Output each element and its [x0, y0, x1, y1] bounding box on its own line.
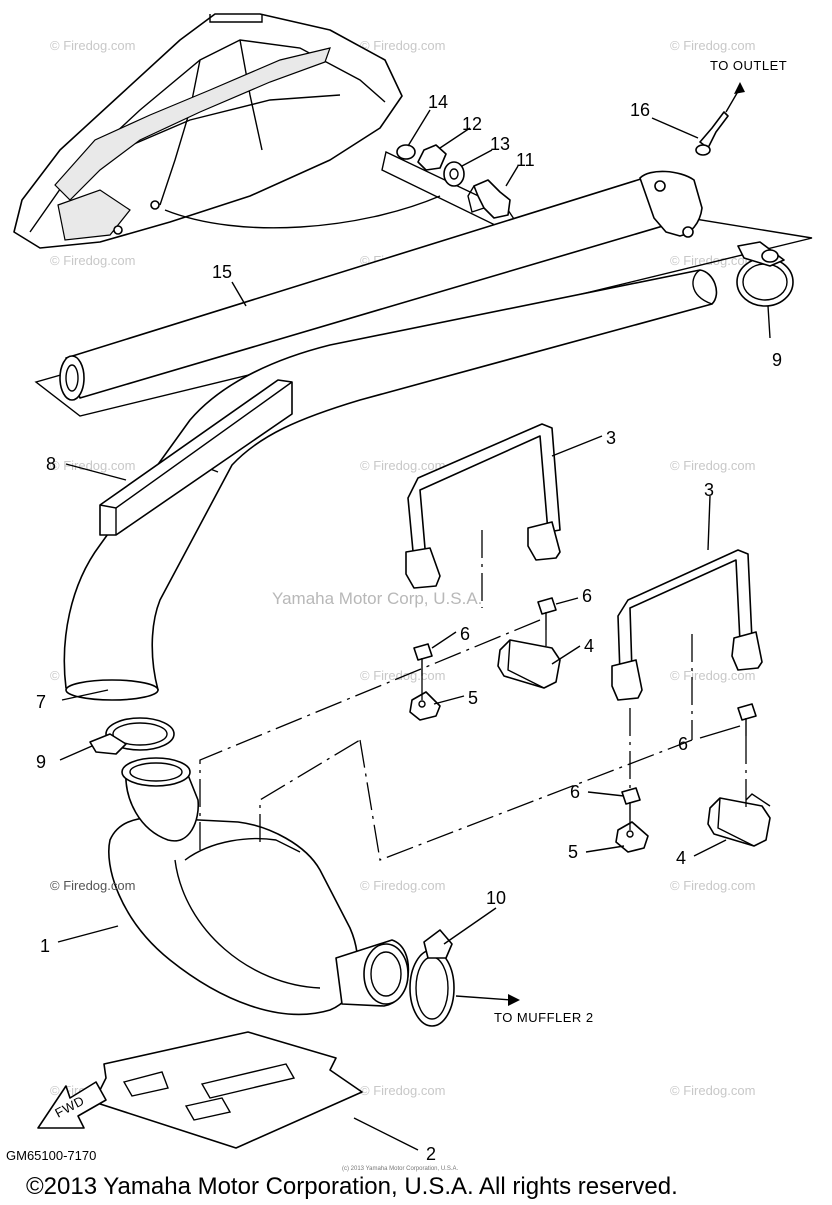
callouts: 16 14 12 13 11 15 9 8 3 3 6 4 6 5 7 9 6 … — [36, 92, 782, 1164]
watermark: © Firedog.com — [670, 38, 755, 53]
center-watermark: Yamaha Motor Corp, U.S.A. — [272, 589, 482, 608]
part-1-muffler — [108, 757, 410, 1016]
part-11-fitting — [473, 179, 511, 219]
callout-14: 14 — [428, 92, 448, 112]
watermarks: © Firedog.com © Firedog.com © Firedog.co… — [50, 38, 755, 1098]
to-outlet-note: TO OUTLET — [710, 58, 787, 73]
watermark: © Firedog.com — [670, 458, 755, 473]
callout-1: 1 — [40, 936, 50, 956]
callout-5-lower: 5 — [568, 842, 578, 862]
watermark: © Firedog.com — [360, 458, 445, 473]
callout-4-lower: 4 — [676, 848, 686, 868]
footer-small-credit: (c) 2013 Yamaha Motor Corporation, U.S.A… — [342, 1166, 458, 1172]
callout-6-c: 6 — [678, 734, 688, 754]
callout-6-b: 6 — [460, 624, 470, 644]
part-3-strap-lower — [611, 549, 763, 701]
callout-5-upper: 5 — [468, 688, 478, 708]
watermark: © Firedog.com — [50, 38, 135, 53]
watermark: © Firedog.com — [360, 668, 445, 683]
part-10-clamp — [409, 929, 455, 1027]
callout-10: 10 — [486, 888, 506, 908]
part-5-brackets — [409, 691, 649, 853]
callout-3-lower: 3 — [704, 480, 714, 500]
part-15-tube — [34, 170, 813, 417]
callout-7: 7 — [36, 692, 46, 712]
center-lines — [199, 530, 747, 861]
outlet-fitting-group — [381, 144, 522, 229]
watermark-left: © Firedog.com — [50, 878, 135, 893]
callout-13: 13 — [490, 134, 510, 154]
watermark: © Firedog.com — [50, 458, 135, 473]
part-13-washer — [443, 161, 465, 187]
callout-15: 15 — [212, 262, 232, 282]
leader-lines — [57, 109, 771, 1151]
part-7-hose — [63, 269, 718, 701]
part-8-pad — [99, 379, 293, 536]
callout-12: 12 — [462, 114, 482, 134]
watercraft-illustration — [13, 13, 441, 249]
callout-16: 16 — [630, 100, 650, 120]
part-9-clamp-lower — [89, 717, 175, 755]
callout-6-d: 6 — [570, 782, 580, 802]
part-2-plate — [93, 1031, 363, 1149]
callout-6-a: 6 — [582, 586, 592, 606]
callout-8: 8 — [46, 454, 56, 474]
part-4-block-lower — [707, 793, 771, 847]
watermark: © Firedog.com — [360, 1083, 445, 1098]
callout-9-upper: 9 — [772, 350, 782, 370]
part-9-clamp-upper — [736, 241, 794, 307]
copyright-footer: ©2013 Yamaha Motor Corporation, U.S.A. A… — [26, 1173, 678, 1200]
callout-2: 2 — [426, 1144, 436, 1164]
callout-3-upper: 3 — [606, 428, 616, 448]
watermark: © Firedog.com — [670, 878, 755, 893]
watermark: © Firedog.com — [670, 1083, 755, 1098]
watermark: © Firedog.com — [360, 878, 445, 893]
part-6-bolts — [413, 597, 757, 820]
to-muffler-note: TO MUFFLER 2 — [494, 1010, 594, 1025]
part-14-clip — [396, 144, 416, 160]
watermark: © Firedog.com — [360, 38, 445, 53]
watermark: © Firedog.com — [50, 253, 135, 268]
part-4-block-upper — [497, 639, 561, 689]
part-12-nut — [417, 144, 447, 171]
part-code: GM65100-7170 — [6, 1148, 96, 1163]
callout-11: 11 — [516, 150, 535, 170]
part-3-strap-upper — [405, 423, 561, 589]
part-16-rivet — [695, 82, 745, 156]
callout-9-lower: 9 — [36, 752, 46, 772]
callout-4-upper: 4 — [584, 636, 594, 656]
